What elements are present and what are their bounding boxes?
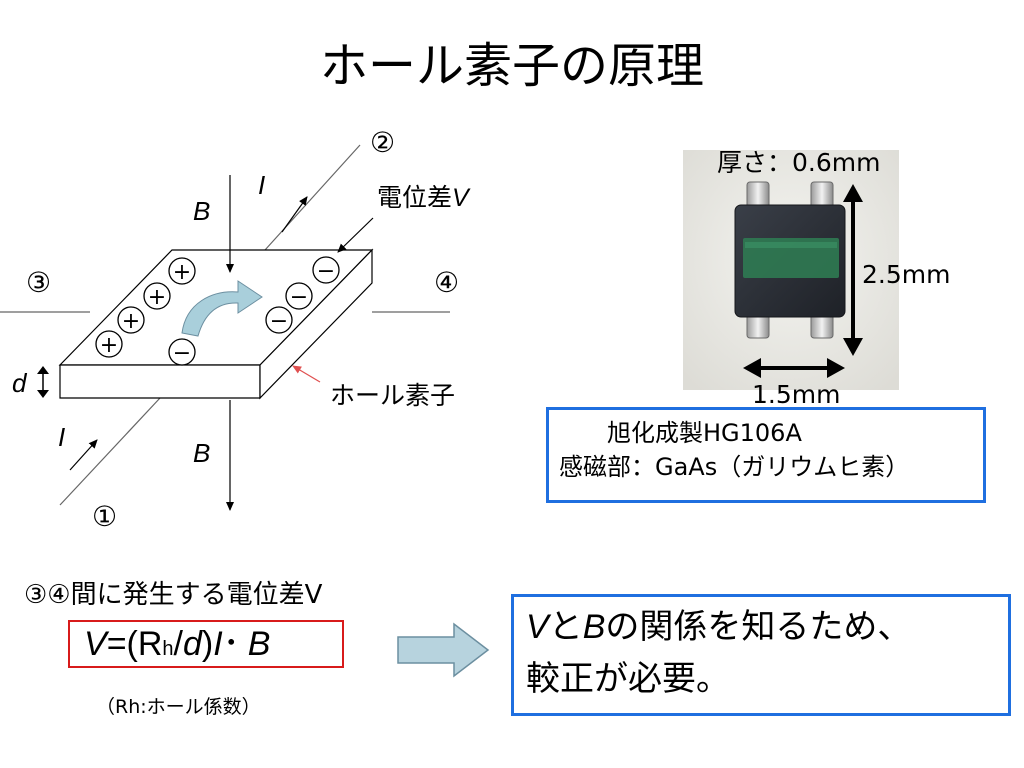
length-dimension: 2.5mm <box>862 260 951 289</box>
page-title: ホール素子の原理 <box>319 38 704 94</box>
current-label-top: I <box>258 170 266 200</box>
current-wire-top <box>264 144 361 251</box>
minus-charge <box>285 282 313 310</box>
minus-sign: − <box>270 309 288 334</box>
hall-coefficient-note: （Rh:ホール係数） <box>96 696 261 718</box>
current-label-bottom: I <box>58 422 66 452</box>
photo-dimension-arrows <box>743 184 863 378</box>
conclusion-v: V <box>526 608 549 646</box>
conclusion-line-2: 較正が必要。 <box>526 659 730 699</box>
formula-v: V <box>84 625 107 663</box>
minus-charge <box>312 256 340 284</box>
plus-charge <box>117 306 145 334</box>
minus-sign: − <box>173 341 191 366</box>
plus-charge <box>168 257 196 285</box>
terminal-1-label: ① <box>92 500 118 533</box>
plus-sign: + <box>173 260 191 285</box>
conclusion-box: VとBの関係を知るため、 較正が必要。 <box>511 594 1011 716</box>
voltage-symbol: V <box>452 184 469 212</box>
minus-charge <box>168 338 196 366</box>
terminal-3-label: ③ <box>26 266 52 299</box>
conclusion-rest: の関係を知るため、 <box>605 607 912 647</box>
conclusion-b: B <box>582 608 606 646</box>
formula-eq: =(R <box>106 625 163 663</box>
field-label-top: B <box>193 196 211 226</box>
formula-b: B <box>247 625 271 663</box>
formula-caption: ③④間に発生する電位差V <box>24 580 323 610</box>
sensor-model: 旭化成製HG106A <box>607 419 802 447</box>
minus-sign: − <box>290 285 308 310</box>
voltage-pointer <box>337 217 374 253</box>
hall-element-diagram: + + + + − − − − <box>0 144 450 511</box>
minus-charges <box>168 256 340 366</box>
thickness-dimension: 厚さ：0.6mm <box>717 148 881 177</box>
formula-close: ) <box>201 625 214 663</box>
element-label: ホール素子 <box>330 382 456 410</box>
current-arrow-bottom <box>69 439 98 471</box>
terminal-4-label: ④ <box>434 266 460 299</box>
formula-dot: ･ <box>222 625 240 663</box>
conclusion-line-1: VとBの関係を知るため、 <box>526 601 996 653</box>
thickness-label: d <box>12 368 27 398</box>
hall-voltage-formula: V=(Rh/d)I･B <box>68 620 344 668</box>
conclusion-to: と <box>548 607 583 647</box>
minus-sign: − <box>317 259 335 284</box>
formula-sub: h <box>162 638 174 660</box>
sensor-info-box: 旭化成製HG106A 感磁部：GaAs（ガリウムヒ素） <box>546 407 986 503</box>
sensor-material: 感磁部：GaAs（ガリウムヒ素） <box>559 453 910 481</box>
formula-d: d <box>183 625 202 663</box>
minus-charge <box>265 306 293 334</box>
field-label-bottom: B <box>193 438 211 468</box>
voltage-text: 電位差 <box>377 184 453 212</box>
hall-element-front-face <box>59 364 261 399</box>
plus-charges <box>95 257 196 358</box>
current-wire-bottom <box>59 397 161 506</box>
hall-element-side-face <box>259 248 373 400</box>
element-pointer <box>292 365 321 383</box>
plus-charge <box>95 330 123 358</box>
flow-arrow <box>181 280 263 337</box>
plus-charge <box>143 282 171 310</box>
current-arrow-top <box>281 196 308 233</box>
hall-sensor-photo <box>683 150 899 390</box>
plus-sign: + <box>122 309 140 334</box>
formula-i: I <box>213 625 223 663</box>
width-dimension: 1.5mm <box>752 380 841 409</box>
block-arrow <box>397 622 490 678</box>
voltage-label: 電位差V <box>377 178 469 214</box>
plus-sign: + <box>148 285 166 310</box>
formula-slash: / <box>173 625 183 663</box>
terminal-2-label: ② <box>370 126 396 159</box>
plus-sign: + <box>100 333 118 358</box>
